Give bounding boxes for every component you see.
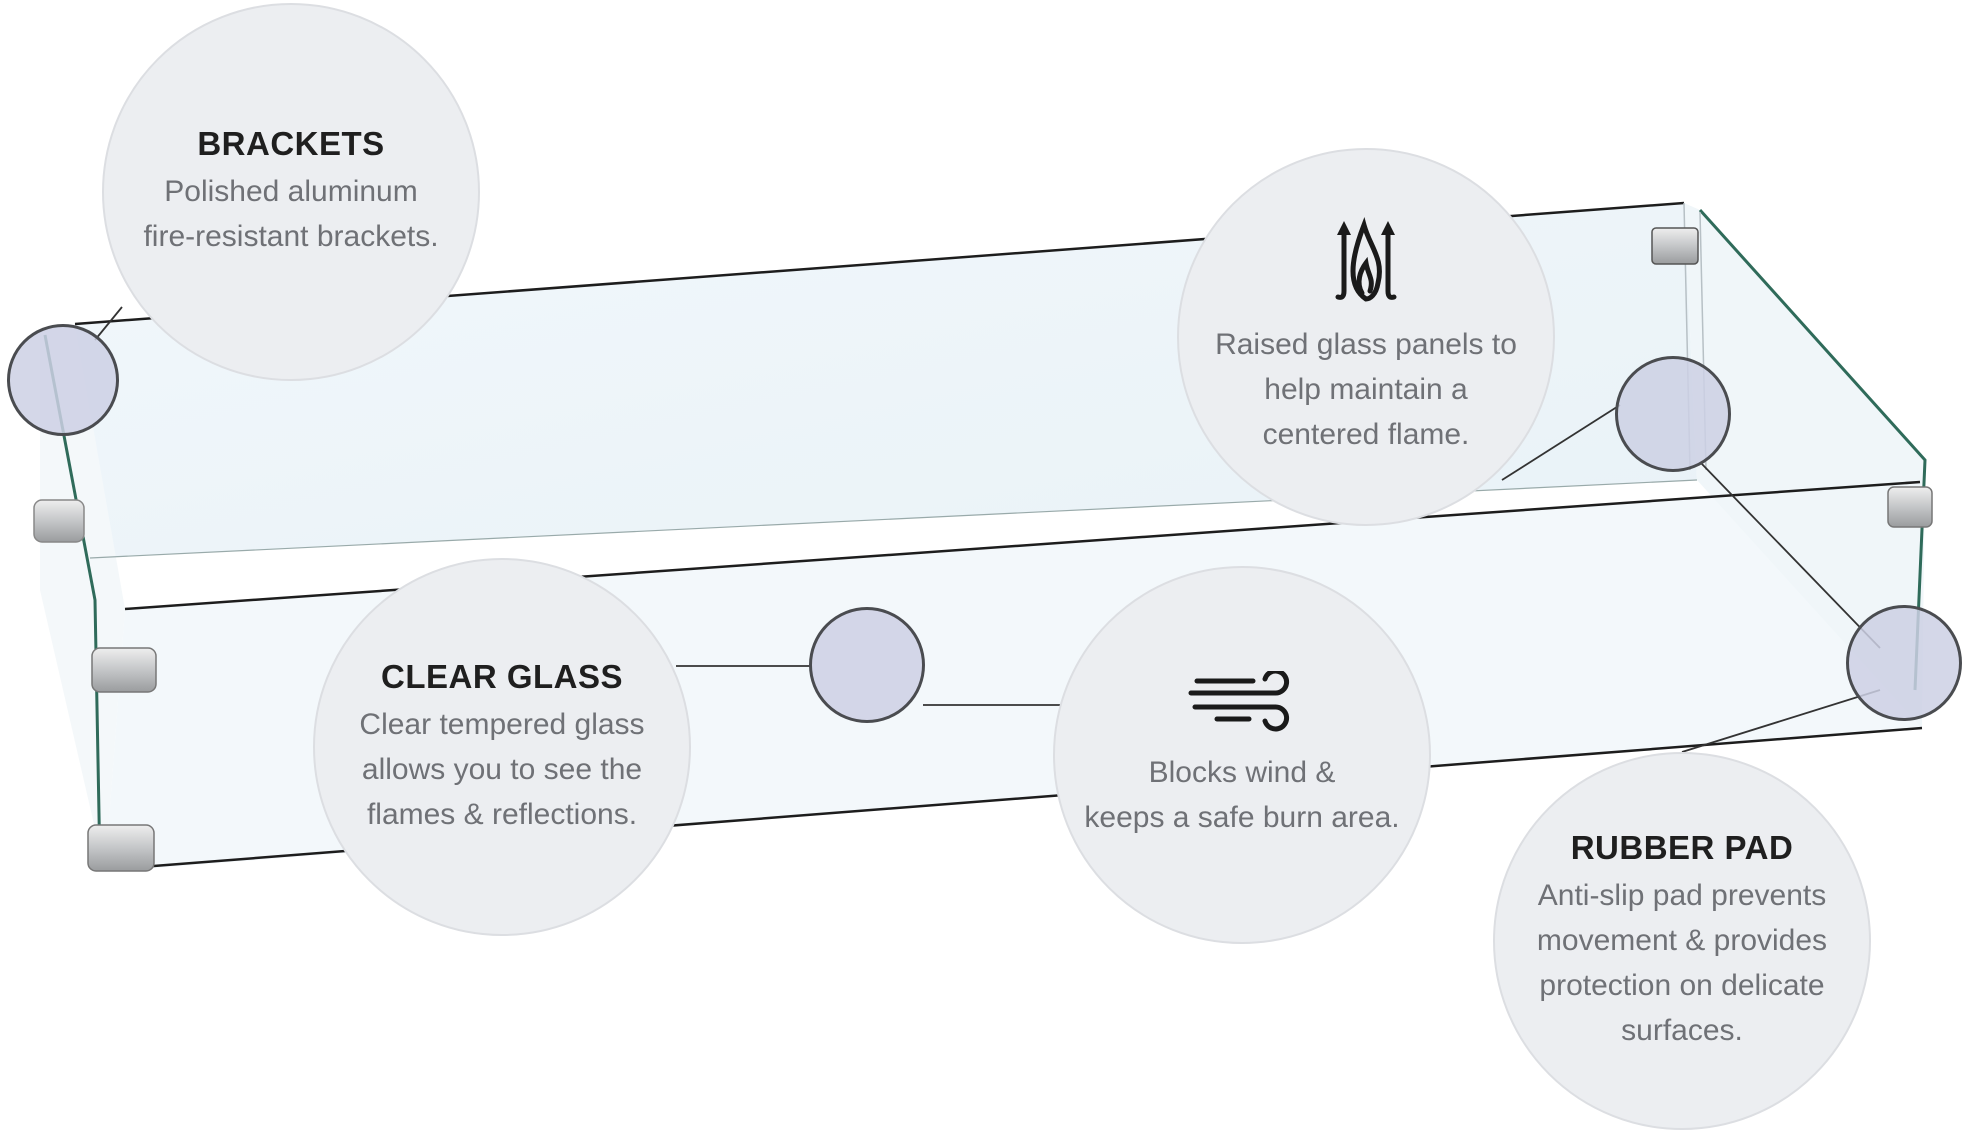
flame-with-up-arrows-icon: [1326, 217, 1406, 312]
leader-lines: [94, 306, 1881, 753]
feature-line: fire-resistant brackets.: [143, 220, 439, 253]
feature-line: surfaces.: [1621, 1014, 1743, 1047]
feature-rubber-pad: RUBBER PAD Anti-slip pad prevents moveme…: [1493, 752, 1871, 1130]
feature-raised-panels: Raised glass panels to help maintain a c…: [1177, 148, 1555, 526]
feature-line: Raised glass panels to: [1215, 328, 1517, 361]
bracket-clips: [33, 227, 1933, 872]
wind-icon: [1187, 668, 1297, 740]
feature-line: Anti-slip pad prevents: [1537, 879, 1827, 912]
feature-title: RUBBER PAD: [1570, 829, 1794, 866]
glass-callout-center: [809, 607, 925, 723]
feature-clear-glass: CLEAR GLASS Clear tempered glass allows …: [313, 558, 691, 936]
feature-line: protection on delicate: [1539, 969, 1825, 1002]
left-glass-panel: [40, 324, 125, 872]
feature-line: movement & provides: [1536, 924, 1828, 957]
feature-brackets: BRACKETS Polished aluminum fire-resistan…: [102, 3, 480, 381]
feature-line: keeps a safe burn area.: [1084, 800, 1400, 834]
feature-line: flames & reflections.: [366, 797, 638, 831]
rubber-pad-callout: [1846, 605, 1962, 721]
feature-title: BRACKETS: [197, 125, 385, 162]
feature-line: Polished aluminum: [164, 175, 418, 208]
feature-line: Blocks wind &: [1148, 755, 1336, 789]
bracket-callout-right-top: [1615, 356, 1731, 472]
feature-line: help maintain a: [1264, 373, 1468, 406]
right-glass-panel: [1684, 203, 1925, 728]
feature-title: CLEAR GLASS: [380, 657, 623, 695]
feature-line: Clear tempered glass: [359, 707, 645, 741]
bracket-callout-left: [7, 324, 119, 436]
feature-wind-block: Blocks wind & keeps a safe burn area.: [1053, 566, 1431, 944]
feature-line: allows you to see the: [361, 752, 643, 786]
feature-line: centered flame.: [1262, 418, 1470, 451]
